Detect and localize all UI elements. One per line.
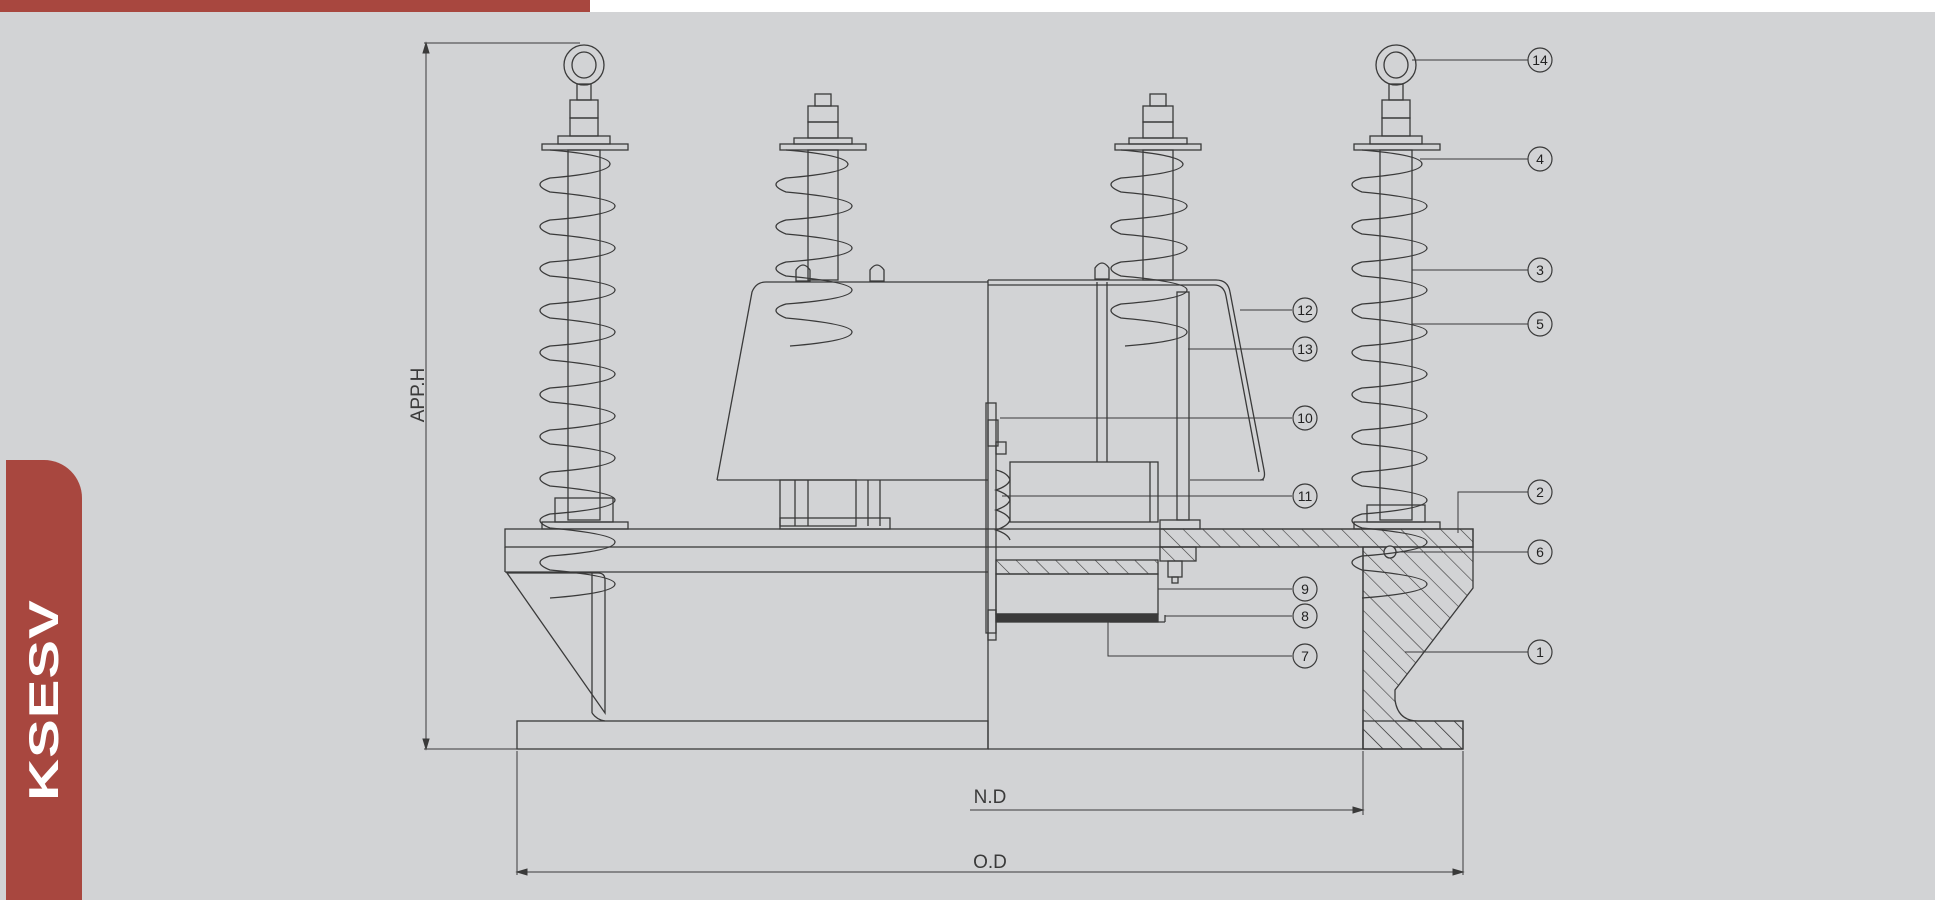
height-dimension-label: APP.H <box>408 368 429 423</box>
section-hatched-flange <box>1159 528 1474 750</box>
spring-assembly-right <box>1351 44 1441 599</box>
callout-2: 2 <box>1536 484 1544 500</box>
inner-damper <box>995 461 1201 623</box>
callout-5: 5 <box>1536 316 1544 332</box>
callout-leaders <box>1000 59 1528 657</box>
base-plate <box>504 528 1474 750</box>
side-brand-tab <box>6 460 82 900</box>
callout-12: 12 <box>1297 302 1313 318</box>
spring-assembly-left <box>539 44 629 599</box>
callout-7: 7 <box>1301 648 1309 664</box>
callout-10: 10 <box>1297 410 1313 426</box>
callout-13: 13 <box>1297 341 1313 357</box>
top-accent-tab <box>0 0 590 12</box>
nd-dimension-label: N.D <box>974 787 1007 808</box>
callout-8: 8 <box>1301 608 1309 624</box>
dimension-nd: N.D <box>516 751 1365 875</box>
callout-11: 11 <box>1298 488 1313 504</box>
od-dimension-label: O.D <box>973 852 1007 873</box>
callout-14: 14 <box>1532 52 1548 68</box>
callout-1: 1 <box>1536 644 1544 660</box>
callout-numbers: 14 4 3 5 12 13 10 11 2 6 9 8 7 1 <box>1297 52 1548 664</box>
callout-bubbles <box>1292 47 1553 669</box>
spring-assembly-center-right <box>1110 93 1202 347</box>
dimension-height: APP.H <box>408 41 580 751</box>
center-small-spring <box>985 402 1011 641</box>
lower-supports-left <box>779 479 891 530</box>
hood-cap-nuts <box>795 262 1110 282</box>
left-support-web <box>505 572 606 722</box>
callout-9: 9 <box>1301 581 1309 597</box>
hood-cover <box>716 279 1266 481</box>
callout-4: 4 <box>1536 151 1544 167</box>
callout-3: 3 <box>1536 262 1544 278</box>
dimension-od: O.D <box>515 751 1465 876</box>
spring-assembly-center-left <box>775 93 867 347</box>
callout-6: 6 <box>1536 544 1544 560</box>
